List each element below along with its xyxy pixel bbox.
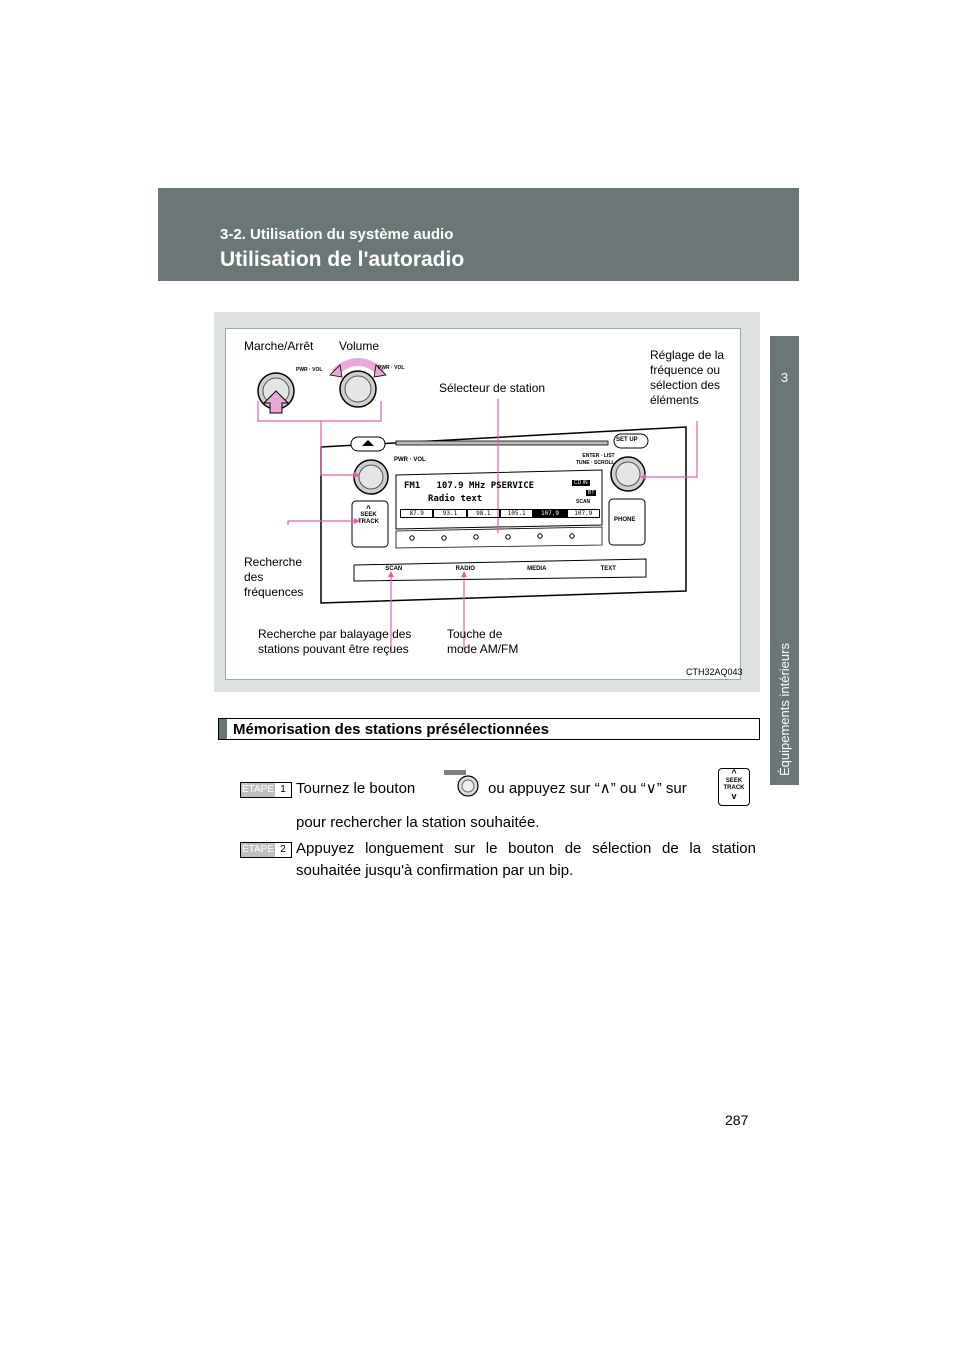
chapter-label: Équipements intérieurs — [777, 643, 792, 776]
chapter-tab: 3 Équipements intérieurs — [770, 336, 799, 785]
step-1-text-d: pour rechercher la station souhaitée. — [296, 814, 540, 831]
radio-setup-label: SET UP — [616, 437, 638, 443]
seek-track-button-icon: ^ SEEK TRACK v — [718, 768, 750, 806]
preset-buttons — [395, 526, 603, 549]
power-knob-inset — [257, 372, 295, 414]
tune-knob-icon — [444, 768, 480, 798]
page-number: 287 — [725, 1112, 749, 1128]
label-seek: Recherche des fréquences — [244, 555, 304, 599]
display-scan: SCAN — [576, 499, 591, 505]
volume-knob-inset — [329, 358, 387, 408]
display-cd-in: CD IN — [572, 480, 590, 486]
radio-text-button: TEXT — [600, 566, 616, 572]
step-1-badge: ÉTAPE 1 — [240, 782, 292, 798]
label-mode: Touche de mode AM/FM — [447, 627, 519, 656]
preset-4: 105.1 — [499, 509, 534, 518]
label-volume: Volume — [339, 339, 380, 353]
radio-phone: PHONE — [614, 517, 636, 523]
inset-pwr-vol-2: PWR · VOL — [378, 365, 405, 371]
step-2-line2: souhaitée jusqu'à confirmation par un bi… — [296, 862, 574, 879]
step-1-text-a: Tournez le bouton — [296, 780, 416, 797]
radio-media-button: MEDIA — [527, 566, 547, 572]
preset-5: 107.9 — [533, 509, 567, 518]
chevron-up-icon: ^ — [731, 768, 737, 778]
radio-enter-tune: ENTER · LIST TUNE · SCROLL — [576, 453, 615, 466]
chevron-down-icon: v — [731, 791, 737, 801]
preset-6: 107.9 — [566, 509, 600, 518]
display-line1: FM1 107.9 MHz PSERVICE — [404, 481, 535, 491]
radio-scan-button: SCAN — [385, 566, 403, 572]
inset-pwr-vol-1: PWR · VOL — [296, 367, 323, 373]
preset-3: 98.1 — [466, 509, 500, 518]
preset-row: 87.9 93.1 98.1 105.1 107.9 107.9 — [400, 509, 600, 518]
radio-illustration: Marche/Arrêt Volume Réglage de la fréque… — [225, 328, 743, 680]
step-1-text-b: ou appuyez sur “∧” ou “∨” sur — [488, 780, 687, 797]
leader-arrowheads — [354, 472, 646, 577]
radio-seek-track: ^ SEEK TRACK — [358, 504, 379, 526]
label-scan: Recherche par balayage des stations pouv… — [258, 627, 412, 656]
leader-lines — [257, 399, 698, 651]
preset-2: 93.1 — [433, 509, 467, 518]
radio-pwr-vol: PWR · VOL — [394, 457, 426, 463]
section-heading: Mémorisation des stations présélectionné… — [218, 718, 760, 740]
display-line2: Radio text — [428, 494, 483, 504]
section-title: Mémorisation des stations présélectionné… — [233, 721, 549, 738]
chapter-header: 3-2. Utilisation du système audio Utilis… — [158, 188, 799, 281]
step-2-badge: ÉTAPE 2 — [240, 842, 292, 858]
label-power: Marche/Arrêt — [244, 339, 314, 353]
preset-1: 87.9 — [400, 509, 434, 518]
page-title: Utilisation de l'autoradio — [220, 248, 465, 271]
chapter-number: 3 — [780, 370, 789, 385]
radio-bottom-buttons: SCAN RADIO MEDIA TEXT — [358, 566, 644, 572]
chevron-up-icon: ^ — [366, 504, 371, 513]
figure-code: CTH32AQ043 — [686, 667, 743, 677]
display-bt: BT — [586, 490, 597, 496]
radio-radio-button: RADIO — [455, 566, 475, 572]
label-station-selector: Sélecteur de station — [439, 381, 546, 395]
section-subtitle: 3-2. Utilisation du système audio — [220, 226, 454, 243]
label-tune: Réglage de la fréquence ou sélection des… — [650, 348, 725, 407]
step-2-line1: Appuyez longuement sur le bouton de séle… — [296, 840, 756, 857]
